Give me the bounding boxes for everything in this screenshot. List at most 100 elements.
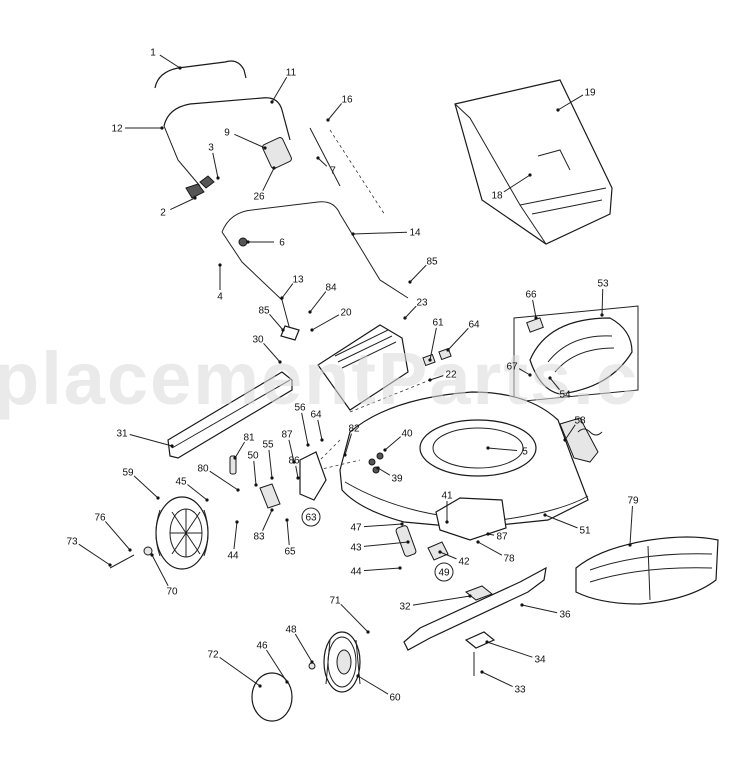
leader-tip-c26 (272, 166, 276, 170)
lower-handle-group (221, 201, 409, 341)
leader-line-c36 (521, 604, 558, 614)
callout-label-c40: 40 (401, 429, 413, 440)
rear-door (317, 324, 409, 411)
leader-line-c64a (447, 327, 469, 351)
callout-label-c36: 36 (559, 610, 571, 621)
leader-tip-c60 (356, 674, 360, 678)
leader-line-c60 (357, 675, 389, 695)
callout-label-c76: 76 (94, 513, 106, 524)
leader-tip-c72 (258, 684, 262, 688)
callout-label-c64b: 64 (310, 410, 322, 421)
height-adjuster-spring (229, 455, 237, 475)
leader-line-c51 (544, 514, 578, 529)
leader-tip-c18 (528, 173, 532, 177)
leader-line-c44b (363, 567, 401, 572)
leader-tip-c45 (205, 498, 209, 502)
leader-line-c55 (268, 449, 273, 479)
callout-label-c61: 61 (432, 318, 444, 329)
upper-handle (163, 97, 291, 141)
leader-tip-c61 (428, 358, 432, 362)
leader-line-c47 (363, 523, 403, 528)
deck-fastener-2 (376, 452, 384, 460)
callout-label-c42: 42 (458, 557, 470, 568)
front-wheel-nut (308, 662, 316, 670)
leader-line-c76 (105, 521, 131, 551)
leader-line-c46 (266, 649, 288, 683)
leader-tip-c41 (445, 520, 449, 524)
callout-label-c66: 66 (525, 290, 537, 301)
leader-line-c86 (295, 465, 299, 479)
front-wheel-group (308, 631, 361, 693)
leader-tip-c85b (281, 328, 285, 332)
leader-tip-c71 (366, 630, 370, 634)
leader-line-c65 (286, 519, 290, 546)
leader-tip-c82 (343, 453, 347, 457)
leader-line-c70 (151, 554, 169, 586)
leader-line-c33 (481, 671, 513, 688)
leader-line-c83 (262, 509, 273, 531)
grass-bag-frame (519, 149, 607, 215)
mulch-inset-frame (513, 305, 639, 403)
leader-line-c45 (187, 484, 208, 501)
callout-label-c55: 55 (262, 440, 274, 451)
callout-label-c43: 43 (350, 543, 362, 554)
leader-tip-c46 (285, 680, 289, 684)
callout-label-c16: 16 (341, 95, 353, 106)
callout-label-c26: 26 (253, 192, 265, 203)
leader-line-c30 (263, 343, 281, 363)
leader-tip-c7 (316, 156, 320, 160)
leader-tip-c43 (406, 540, 410, 544)
handle-knob-left (185, 183, 205, 199)
leader-line-c5 (487, 447, 518, 452)
callout-label-c33: 33 (514, 685, 526, 696)
callout-label-c34: 34 (534, 655, 546, 666)
leader-line-c26 (262, 167, 275, 191)
callout-label-c14: 14 (409, 228, 421, 239)
leader-tip-c70 (150, 553, 154, 557)
callout-label-c70: 70 (166, 587, 178, 598)
cable-clip (262, 137, 292, 169)
leader-tip-c34 (485, 640, 489, 644)
leader-line-c31 (129, 434, 173, 447)
leader-tip-c56 (306, 443, 310, 447)
leader-line-c48 (294, 633, 313, 663)
leader-tip-c3 (216, 176, 220, 180)
leader-tip-c40 (383, 448, 387, 452)
leader-tip-c58 (563, 438, 567, 442)
callout-label-c79: 79 (627, 496, 639, 507)
callout-leaders (78, 54, 633, 695)
callout-label-c83: 83 (253, 532, 265, 543)
leader-tip-c5 (486, 446, 490, 450)
leader-line-c81 (234, 441, 245, 459)
latch-spring (577, 428, 603, 436)
callout-label-c44b: 44 (350, 567, 362, 578)
callout-label-c30: 30 (252, 335, 264, 346)
leader-tip-c20 (310, 328, 314, 332)
leader-line-c79 (629, 505, 633, 546)
leader-tip-c11 (270, 100, 274, 104)
leader-line-c54 (549, 377, 560, 390)
leader-tip-c83 (270, 508, 274, 512)
deck-fastener-1 (368, 458, 376, 466)
callout-label-c50: 50 (247, 451, 259, 462)
leader-tip-c33 (480, 670, 484, 674)
callout-label-c19: 19 (584, 88, 596, 99)
callout-label-c86: 86 (288, 456, 300, 467)
leader-tip-c1 (178, 66, 182, 70)
leader-tip-c44b (398, 566, 402, 570)
rear-wheel-washer (143, 546, 153, 556)
leader-line-c2 (170, 197, 196, 211)
leader-tip-c50 (254, 483, 258, 487)
leader-tip-c44a (235, 520, 239, 524)
callout-label-c63: 63 (305, 513, 317, 524)
leader-line-c16 (327, 103, 343, 121)
leader-line-c59 (133, 475, 159, 499)
leader-line-c58 (564, 424, 576, 441)
mulch-door (559, 417, 599, 463)
leader-tip-c16 (326, 118, 330, 122)
leader-line-c50 (253, 460, 257, 486)
callout-label-c81: 81 (243, 433, 255, 444)
blade-bell (464, 631, 496, 649)
pivot-bar (395, 525, 417, 557)
